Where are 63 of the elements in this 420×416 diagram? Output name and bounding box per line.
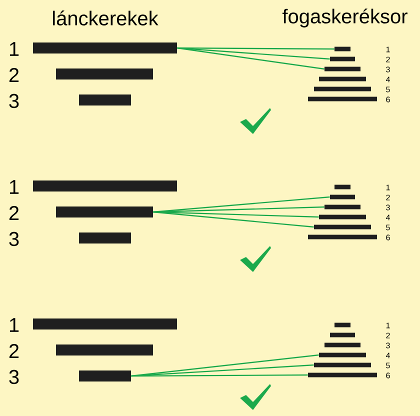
connector-line — [131, 354, 319, 377]
number: 1 — [386, 322, 390, 328]
connector-line — [131, 364, 314, 377]
number: 6 — [386, 96, 390, 102]
chainring-bar — [79, 370, 131, 382]
number: 5 — [386, 362, 390, 368]
sprocket-bar — [330, 56, 355, 62]
number: 1 — [10, 42, 19, 56]
sprocket-bar — [308, 372, 377, 378]
chainring-bar — [56, 68, 153, 80]
number: 2 — [9, 68, 19, 82]
sprocket-bar — [314, 362, 371, 368]
number: 4 — [386, 76, 390, 82]
number: 2 — [9, 206, 19, 220]
chainring-bar — [56, 344, 153, 356]
heading: fogaskeréksor — [282, 8, 408, 28]
number: 1 — [386, 46, 390, 52]
sprocket-bar — [319, 214, 366, 220]
connector-line — [177, 47, 330, 60]
number: 3 — [386, 66, 390, 72]
number: 3 — [9, 232, 19, 246]
sprocket-bar — [324, 342, 360, 348]
number: 1 — [10, 180, 19, 194]
sprocket-bar — [334, 322, 350, 328]
number: 4 — [386, 352, 390, 358]
sprocket-bar — [324, 204, 360, 210]
connector-line — [153, 196, 330, 213]
number: 6 — [386, 372, 390, 378]
number: 1 — [386, 184, 390, 190]
sprocket-bar — [330, 332, 355, 338]
sprocket-bar — [308, 234, 377, 240]
number: 3 — [9, 94, 19, 108]
chainring-bar — [33, 42, 177, 54]
connector-line — [177, 47, 324, 70]
sprocket-bar — [314, 224, 371, 230]
sprocket-bar — [314, 86, 371, 92]
sprocket-bar — [334, 46, 350, 52]
number: 2 — [386, 332, 390, 338]
number: 3 — [386, 204, 390, 210]
connector-line — [153, 211, 314, 228]
number: 2 — [386, 56, 390, 62]
number: 5 — [386, 86, 390, 92]
sprocket-bar — [330, 194, 355, 200]
sprocket-bar — [319, 76, 366, 82]
chainring-bar — [33, 180, 177, 192]
chainring-bar — [79, 94, 131, 106]
chainring-bar — [56, 206, 153, 218]
number: 2 — [9, 344, 19, 358]
sprocket-bar — [319, 352, 366, 358]
chainring-bar — [79, 232, 131, 244]
number: 4 — [386, 214, 390, 220]
number: 6 — [386, 234, 390, 240]
sprocket-bar — [334, 184, 350, 190]
sprocket-bar — [324, 66, 360, 72]
number: 2 — [386, 194, 390, 200]
number: 3 — [9, 370, 19, 384]
number: 1 — [10, 318, 19, 332]
number: 5 — [386, 224, 390, 230]
chainring-bar — [33, 318, 177, 330]
connector-line — [131, 374, 308, 377]
number: 3 — [386, 342, 390, 348]
heading: lánckerekek — [53, 10, 158, 26]
sprocket-bar — [308, 96, 377, 102]
